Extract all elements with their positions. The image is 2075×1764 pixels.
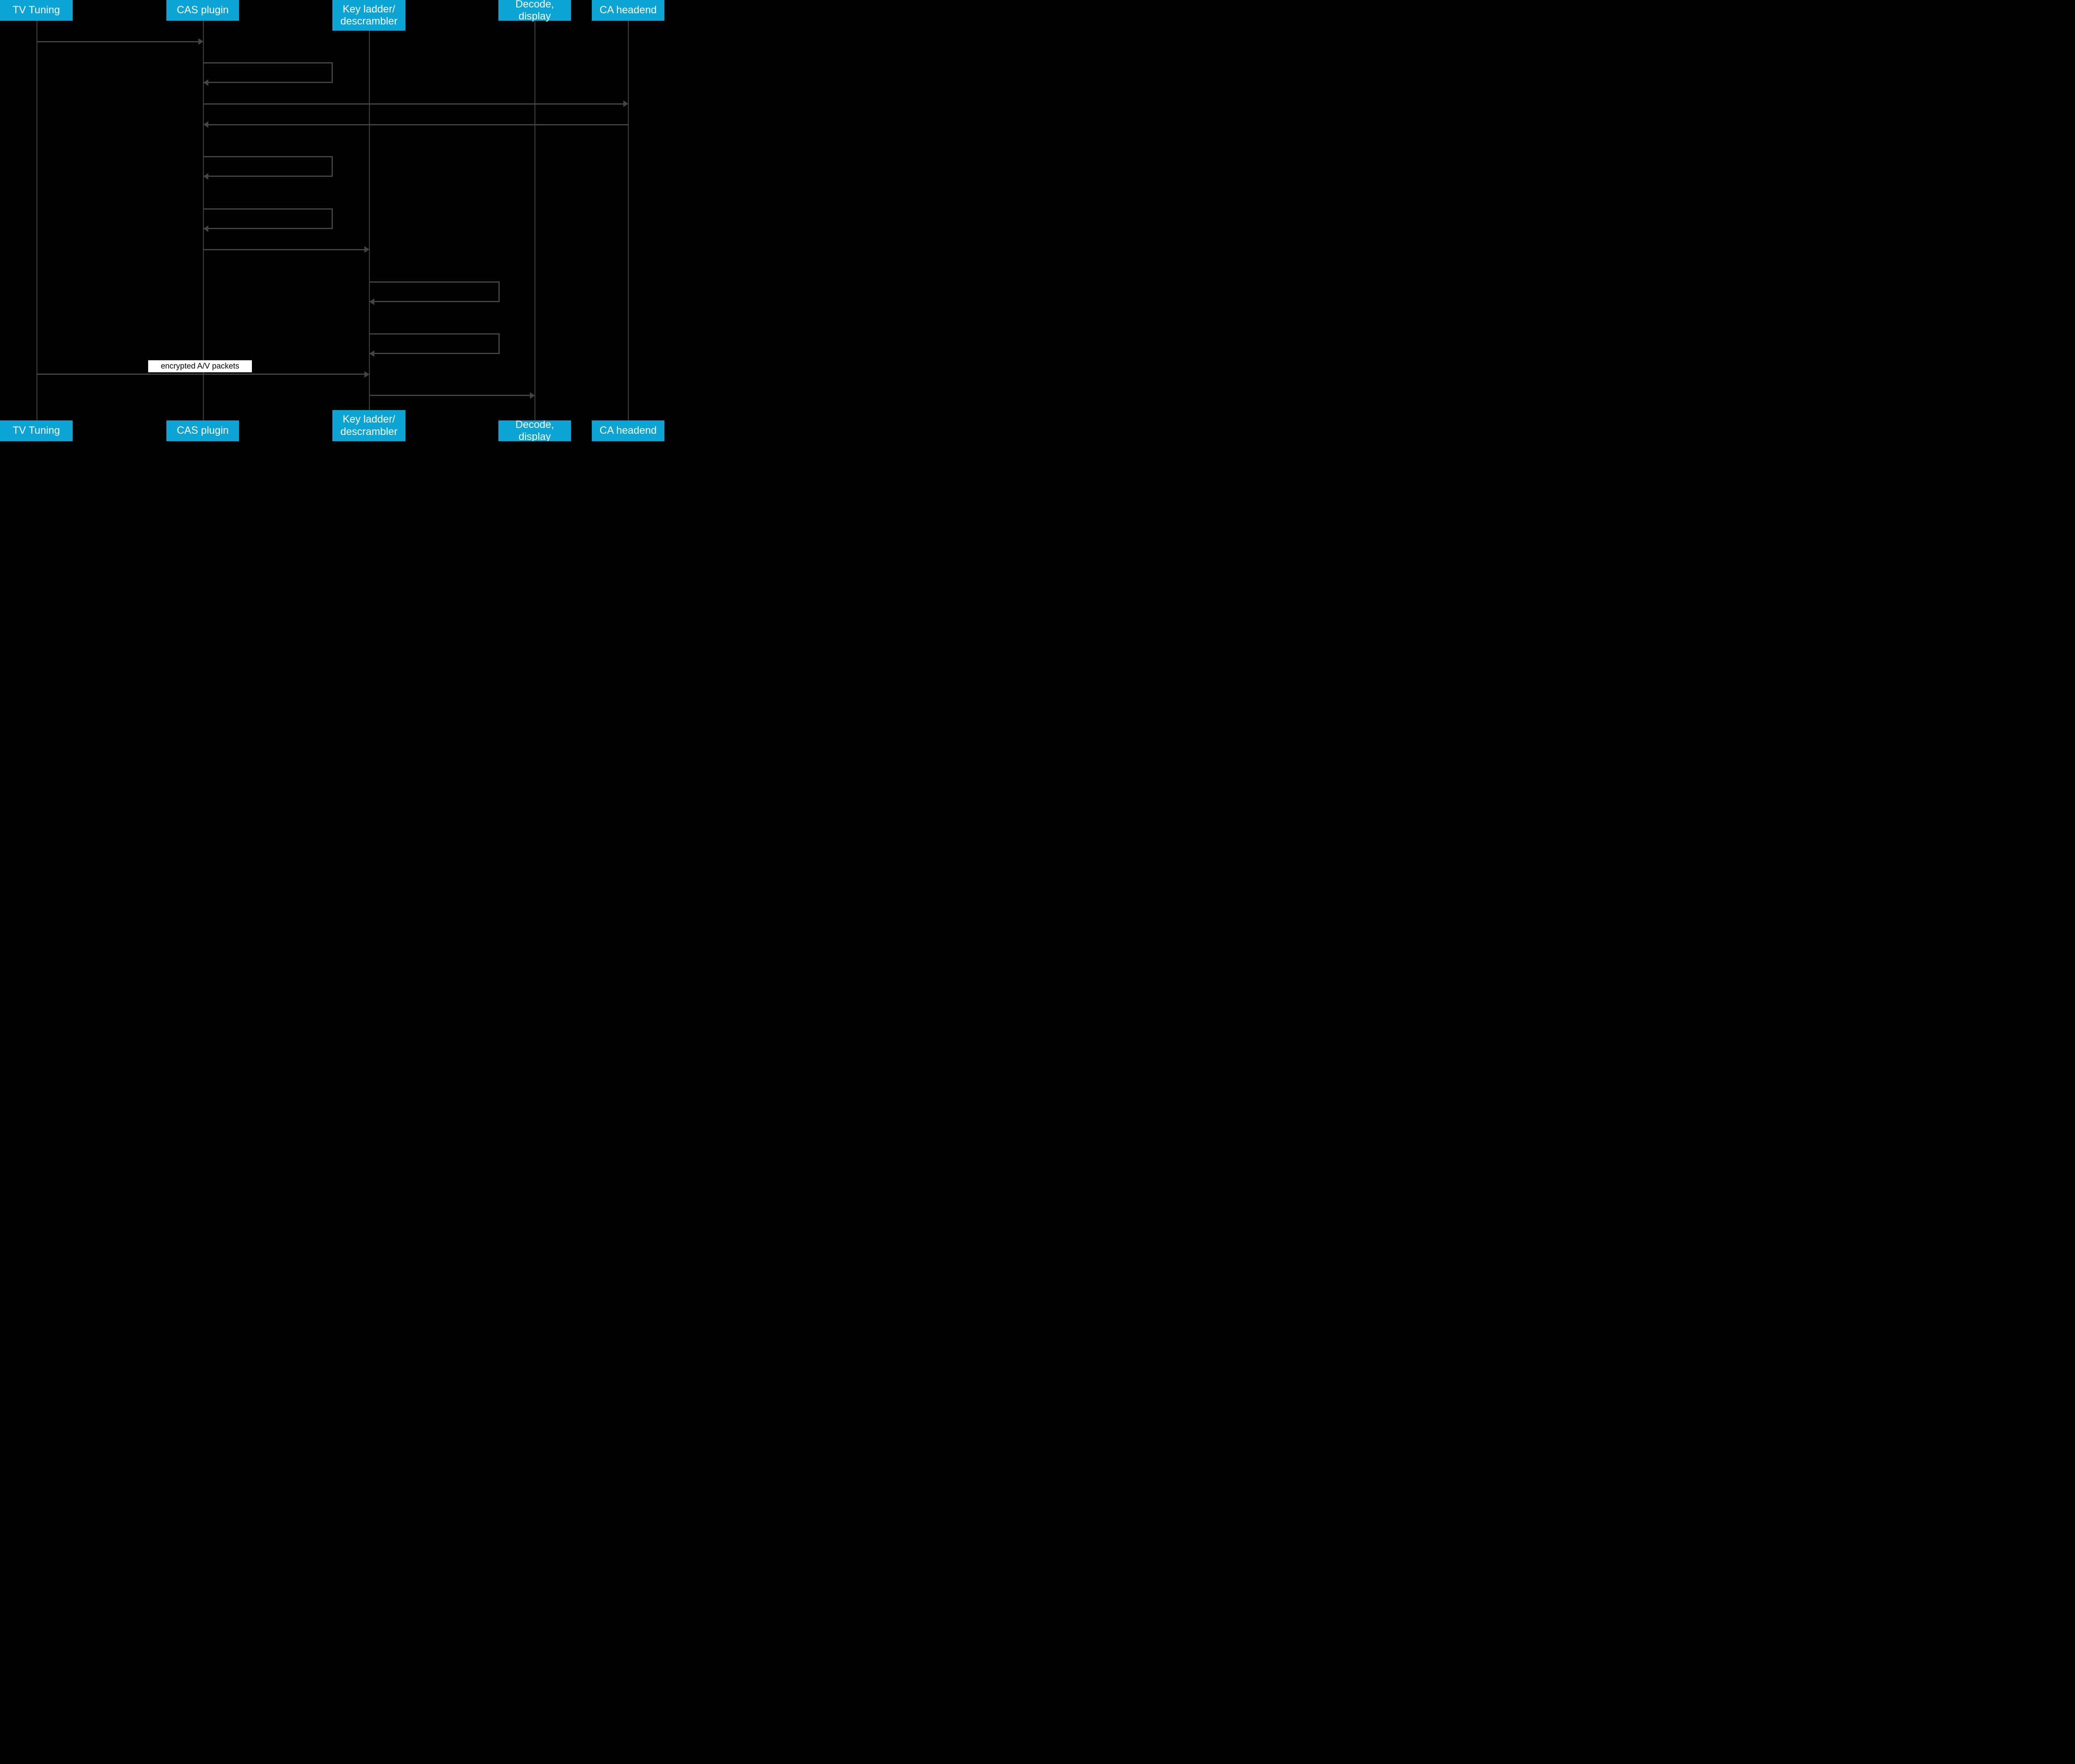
message-6-self-loop: [203, 208, 333, 232]
message-4-line: [208, 124, 628, 125]
sequence-diagram: TV Tuning CAS plugin Key ladder/ descram…: [0, 0, 669, 441]
message-1-line: [37, 41, 199, 42]
actor-bottom-key-ladder: Key ladder/ descrambler: [332, 410, 405, 441]
message-6-arrowhead-icon: [203, 225, 208, 232]
message-9-arrowhead-icon: [369, 350, 374, 357]
message-5-self-loop: [203, 156, 333, 180]
actor-bottom-ca-headend: CA headend: [592, 420, 664, 441]
message-2-arrowhead-icon: [203, 79, 208, 86]
message-10-line: [37, 374, 365, 375]
actor-top-cas-plugin: CAS plugin: [166, 0, 239, 21]
lifeline-ca-headend: [628, 21, 629, 420]
message-8-arrowhead-icon: [369, 298, 374, 305]
message-11-arrowhead-icon: [530, 392, 535, 399]
message-4-arrowhead-icon: [203, 121, 208, 128]
message-2-self-loop: [203, 62, 333, 86]
actor-bottom-cas-plugin: CAS plugin: [166, 420, 239, 441]
message-11-line: [369, 395, 530, 396]
lifeline-cas-plugin: [203, 21, 204, 420]
message-8-self-loop: [369, 281, 500, 305]
message-10-label: encrypted A/V packets: [148, 360, 252, 372]
actor-bottom-tv-tuning: TV Tuning: [0, 420, 73, 441]
actor-bottom-decode-display: Decode, display: [498, 419, 571, 441]
message-7-line: [203, 249, 365, 250]
actor-top-tv-tuning: TV Tuning: [0, 0, 73, 21]
message-1-arrowhead-icon: [198, 38, 203, 45]
actor-top-ca-headend: CA headend: [592, 0, 664, 21]
message-10-arrowhead-icon: [364, 371, 369, 378]
actor-top-decode-display: Decode, display: [498, 0, 571, 22]
message-3-arrowhead-icon: [623, 100, 628, 107]
message-5-arrowhead-icon: [203, 173, 208, 180]
message-9-self-loop: [369, 333, 500, 357]
message-3-line: [203, 103, 624, 105]
message-7-arrowhead-icon: [364, 246, 369, 253]
actor-top-key-ladder: Key ladder/ descrambler: [332, 0, 405, 31]
lifeline-key-ladder: [369, 31, 370, 410]
